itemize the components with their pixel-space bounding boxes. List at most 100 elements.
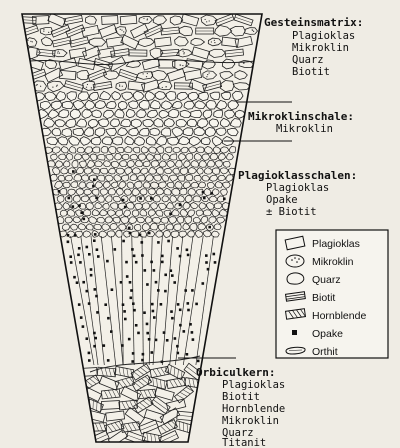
legend-label: Biotit bbox=[312, 292, 335, 304]
plagioclase-cell bbox=[105, 153, 114, 161]
plagioclase-cell bbox=[214, 160, 223, 168]
plagioclase-cell bbox=[198, 181, 207, 189]
opaque-dot bbox=[93, 288, 97, 291]
microcline-grain bbox=[62, 100, 74, 109]
matrix-speck bbox=[57, 50, 59, 52]
plagioclase-grain bbox=[120, 34, 140, 50]
matrix-speck bbox=[58, 52, 61, 54]
plagioclase-cell bbox=[172, 167, 180, 175]
opaque-dot bbox=[161, 254, 164, 258]
microcline-grain bbox=[190, 109, 203, 118]
matrix-speck bbox=[30, 40, 32, 42]
opaque-dot bbox=[69, 255, 72, 258]
plagioclase-cell bbox=[178, 153, 187, 162]
matrix-speck bbox=[143, 17, 145, 19]
plagioclase-cell bbox=[70, 223, 79, 231]
plagioclase-cell bbox=[107, 187, 117, 196]
opaque-dot bbox=[212, 252, 216, 256]
plagioclase-cell bbox=[80, 195, 90, 203]
microcline-grain bbox=[102, 136, 113, 146]
microcline-grain bbox=[79, 136, 92, 146]
plagioclase-cell bbox=[196, 146, 205, 154]
plagioclase-cell bbox=[85, 223, 94, 231]
plagioclase-cell bbox=[142, 160, 151, 168]
opaque-dot bbox=[89, 273, 93, 277]
plagioclase-cell bbox=[109, 223, 118, 231]
plagioclase-cell bbox=[211, 167, 221, 175]
opaque-dot bbox=[66, 240, 70, 244]
core-grain bbox=[165, 398, 187, 412]
plagioclase-cell bbox=[166, 201, 174, 210]
plagioclase-cell bbox=[133, 223, 142, 232]
plagioclase-cell bbox=[213, 202, 223, 210]
opaque-dot bbox=[123, 205, 127, 209]
plagioclase-cell bbox=[75, 188, 85, 196]
plagioclase-cell bbox=[89, 195, 98, 203]
opaque-dot bbox=[134, 260, 138, 264]
plagioclase-cell bbox=[211, 230, 220, 238]
plagioclase-cell bbox=[84, 146, 94, 154]
opaque-dot bbox=[187, 308, 190, 312]
microcline-grain bbox=[220, 91, 232, 101]
plagioclase-cell bbox=[187, 187, 197, 196]
opaque-dot bbox=[161, 260, 164, 264]
opaque-dot bbox=[131, 360, 134, 363]
plagioclase-cell bbox=[125, 201, 135, 210]
microcline-grain bbox=[142, 118, 155, 128]
zone-orbiculkern: Orbiculkern: Plagioklas Biotit Hornblend… bbox=[196, 366, 285, 448]
matrix-speck bbox=[208, 72, 210, 74]
opaque-dot bbox=[124, 317, 127, 321]
microcline-grain bbox=[72, 127, 85, 136]
plagioclase-cell bbox=[203, 209, 213, 217]
opaque-dot bbox=[182, 330, 186, 333]
opaque-dot bbox=[130, 289, 133, 292]
plagioclase-cell bbox=[148, 166, 158, 175]
microcline-grain bbox=[77, 91, 90, 102]
plagioclase-cell bbox=[120, 216, 130, 224]
plagioclase-cell bbox=[155, 187, 165, 196]
opaque-dot bbox=[185, 353, 189, 356]
opaque-dot bbox=[127, 337, 131, 341]
microcline-grain bbox=[139, 99, 150, 110]
microcline-grain bbox=[105, 127, 117, 137]
plagioclase-cell bbox=[145, 195, 154, 203]
biotite-lath bbox=[92, 81, 113, 91]
microcline-grain bbox=[154, 90, 167, 100]
plagioclase-cell bbox=[54, 180, 64, 190]
opaque-dot bbox=[81, 325, 85, 328]
plagioclase-cell bbox=[115, 167, 126, 175]
matrix-speck bbox=[207, 74, 209, 76]
plagioclase-cell bbox=[62, 181, 71, 189]
plagioclase-cell bbox=[63, 160, 71, 168]
opaque-dot bbox=[141, 254, 144, 257]
microcline-grain bbox=[232, 90, 244, 102]
plagioclase-cell bbox=[201, 174, 211, 182]
opaque-dot bbox=[110, 330, 113, 333]
plagioclase-cell bbox=[91, 208, 101, 217]
plagioclase-cell bbox=[80, 215, 90, 224]
plagioclase-cell bbox=[171, 187, 181, 196]
microcline-grain bbox=[193, 126, 206, 137]
plagioclase-grain bbox=[97, 47, 116, 59]
opaque-dot bbox=[141, 352, 145, 356]
microcline-grain bbox=[124, 135, 135, 146]
opaque-dot bbox=[196, 359, 200, 363]
opaque-dot bbox=[88, 253, 91, 256]
core-grain bbox=[154, 387, 175, 401]
matrix-speck bbox=[253, 30, 255, 32]
plagioclase-cell bbox=[190, 181, 200, 189]
matrix-grain bbox=[219, 80, 235, 93]
plagioclase-cell bbox=[137, 153, 147, 161]
biotite-lath bbox=[224, 48, 244, 58]
microcline-grain bbox=[117, 100, 128, 111]
microcline-grain bbox=[176, 91, 189, 102]
plagioclase-cell bbox=[105, 174, 114, 182]
microcline-grain bbox=[94, 127, 106, 137]
opaque-dot bbox=[157, 241, 160, 244]
legend-label: Mikroklin bbox=[312, 256, 354, 268]
matrix-speck bbox=[86, 83, 89, 86]
plagioclase-cell bbox=[51, 167, 61, 175]
plagioclase-cell bbox=[141, 223, 151, 232]
matrix-speck bbox=[182, 50, 184, 52]
